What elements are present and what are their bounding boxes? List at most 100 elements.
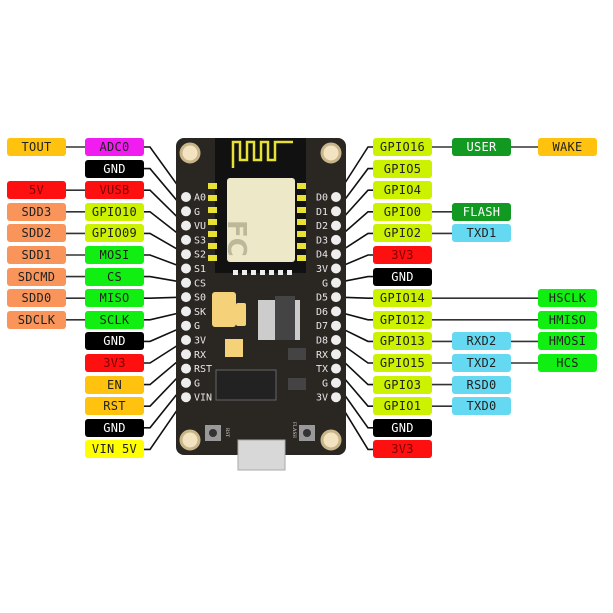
pin-label: S0 bbox=[194, 293, 206, 304]
pin-s1 bbox=[181, 263, 191, 274]
pin-label: 3V bbox=[194, 336, 206, 347]
pin-d3 bbox=[331, 234, 341, 245]
pin-connector bbox=[144, 146, 187, 198]
pin-label: 3V bbox=[316, 264, 328, 275]
pin-label: 3V bbox=[316, 393, 328, 404]
right-func-label-hmiso: HMISO bbox=[538, 310, 597, 329]
right-label-gpio12: GPIO12 bbox=[373, 310, 432, 329]
pin-label: G bbox=[322, 278, 328, 289]
pin-connector bbox=[335, 232, 373, 255]
pin-label: CS bbox=[194, 278, 206, 289]
left-alt-label-tout: TOUT bbox=[7, 138, 66, 156]
right-alt-label-txd2: TXD2 bbox=[452, 354, 511, 372]
pin-d8 bbox=[331, 335, 341, 345]
pin-3v bbox=[331, 263, 341, 274]
pin-connector bbox=[144, 353, 187, 386]
pin-label: G bbox=[194, 207, 200, 218]
pin-connector bbox=[144, 189, 187, 227]
right-alt-label-txd1: TXD1 bbox=[452, 224, 511, 243]
right-func-label-wake: WAKE bbox=[538, 138, 597, 156]
right-label-gpio2: GPIO2 bbox=[373, 224, 432, 243]
nodemcu-board: FC RST FLASH A0GVUS3S2S1CSS0SKG3VRXRSTGV… bbox=[176, 138, 346, 471]
pin-label: RST bbox=[194, 364, 212, 375]
pin-label: D5 bbox=[316, 293, 328, 304]
left-alt-label-sdd3: SDD3 bbox=[7, 202, 66, 221]
pin-connector bbox=[144, 211, 187, 241]
right-func-label-hsclk: HSCLK bbox=[538, 289, 597, 308]
pin-connector bbox=[144, 310, 187, 321]
left-alt-label-sdd2: SDD2 bbox=[7, 224, 66, 243]
pin-connector bbox=[335, 254, 373, 270]
pin-label: S1 bbox=[194, 264, 206, 275]
pin-g bbox=[181, 206, 191, 217]
pin-rst bbox=[181, 363, 191, 374]
pin-rx bbox=[181, 349, 191, 360]
right-label-3v3: 3V3 bbox=[373, 440, 432, 459]
pin-connector bbox=[335, 296, 373, 300]
left-label-gpio10: GPIO10 bbox=[85, 202, 144, 221]
connector-lines bbox=[66, 146, 538, 451]
pin-s2 bbox=[181, 249, 191, 260]
pin-d6 bbox=[331, 306, 341, 317]
pin-sk bbox=[181, 306, 191, 317]
capacitor bbox=[236, 303, 246, 326]
pin-vin bbox=[181, 392, 191, 403]
left-alt-label-5v: 5V bbox=[7, 181, 66, 200]
left-label-vin-5v: VIN 5V bbox=[85, 440, 144, 459]
left-label-en: EN bbox=[85, 375, 144, 394]
mounting-hole bbox=[320, 429, 342, 451]
pin-connector bbox=[144, 296, 187, 300]
mounting-hole bbox=[179, 142, 201, 164]
pin-label: RX bbox=[316, 350, 328, 361]
pin-label: A0 bbox=[194, 193, 206, 204]
pin-connector bbox=[335, 368, 373, 408]
pin-connector bbox=[144, 167, 187, 212]
left-label-miso: MISO bbox=[85, 289, 144, 308]
pin-vu bbox=[181, 220, 191, 231]
pin-connector bbox=[335, 339, 373, 364]
pin-label: D7 bbox=[316, 321, 328, 332]
pin-3v bbox=[181, 335, 191, 345]
pin-d5 bbox=[331, 292, 341, 303]
pin-g bbox=[331, 277, 341, 288]
pin-label: D1 bbox=[316, 207, 328, 218]
left-alt-label-sdcmd: SDCMD bbox=[7, 267, 66, 286]
left-alt-label-sdclk: SDCLK bbox=[7, 310, 66, 329]
left-label-adc0: ADC0 bbox=[85, 138, 144, 156]
pin-label: D8 bbox=[316, 336, 328, 347]
left-label-gpio09: GPIO09 bbox=[85, 224, 144, 243]
pin-3v bbox=[331, 392, 341, 403]
right-label-gpio0: GPIO0 bbox=[373, 202, 432, 221]
pin-connector bbox=[144, 339, 187, 364]
mounting-hole bbox=[320, 142, 342, 164]
right-alt-label-txd0: TXD0 bbox=[452, 397, 511, 416]
pin-label: G bbox=[194, 378, 200, 389]
left-alt-label-sdd0: SDD0 bbox=[7, 289, 66, 308]
left-label-mosi: MOSI bbox=[85, 246, 144, 264]
pin-s3 bbox=[181, 234, 191, 245]
pin-label: D0 bbox=[316, 193, 328, 204]
pin-label: SK bbox=[194, 307, 206, 318]
pin-g bbox=[181, 377, 191, 388]
pin-label: G bbox=[322, 378, 328, 389]
right-label-gnd: GND bbox=[373, 418, 432, 437]
right-func-label-hcs: HCS bbox=[538, 354, 597, 372]
pin-g bbox=[181, 320, 191, 331]
left-label-gnd: GND bbox=[85, 159, 144, 178]
pin-tx bbox=[331, 363, 341, 374]
pin-cs bbox=[181, 277, 191, 288]
pin-d7 bbox=[331, 320, 341, 331]
pin-label: D2 bbox=[316, 221, 328, 232]
micro-usb-port[interactable] bbox=[237, 439, 286, 471]
right-alt-label-rxd2: RXD2 bbox=[452, 332, 511, 351]
pin-label: TX bbox=[316, 364, 328, 375]
pin-connector bbox=[335, 211, 373, 241]
ch340-chip bbox=[215, 369, 277, 401]
pin-label: D6 bbox=[316, 307, 328, 318]
pin-label: D3 bbox=[316, 235, 328, 246]
pin-g bbox=[331, 377, 341, 388]
pin-d2 bbox=[331, 220, 341, 231]
pin-d1 bbox=[331, 206, 341, 217]
pin-a0 bbox=[181, 192, 191, 202]
